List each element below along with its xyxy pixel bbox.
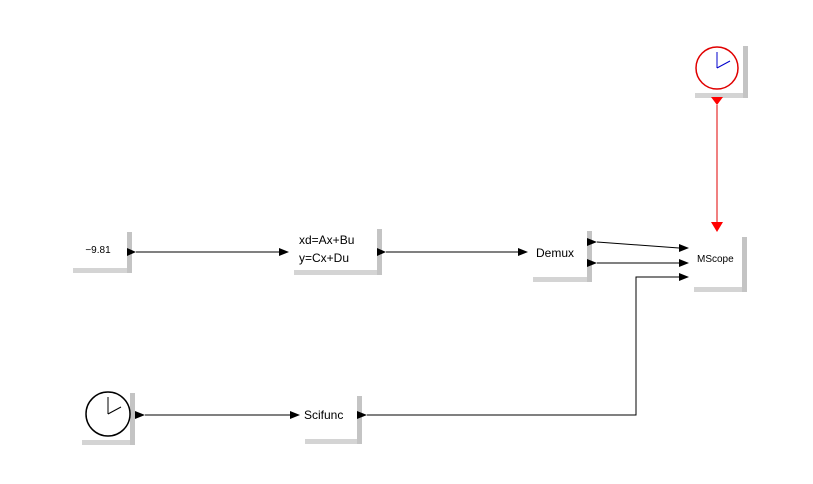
state-space-output-port: [377, 248, 386, 256]
clock-icon: [695, 46, 739, 90]
state-space-equation-1: xd=Ax+Bu: [299, 233, 354, 247]
link-demux-out1-to-mscope[interactable]: [596, 241, 680, 249]
demux-label: Demux: [536, 246, 574, 260]
demux-output-port-2: [587, 259, 597, 267]
links: [136, 105, 723, 419]
demux-block[interactable]: Demux: [528, 226, 597, 282]
event-clock-output-port: [711, 97, 723, 105]
scifunc-label: Scifunc: [304, 408, 343, 422]
constant-value: −9.81: [85, 245, 111, 256]
clock-icon: [85, 391, 131, 437]
link-scifunc-to-mscope[interactable]: [367, 276, 679, 416]
scifunc-block[interactable]: Scifunc: [300, 391, 367, 444]
demux-output-port-1: [587, 238, 597, 246]
mscope-block[interactable]: MScope: [689, 232, 747, 292]
constant-block[interactable]: −9.81: [69, 228, 136, 273]
state-space-equation-2: y=Cx+Du: [299, 251, 349, 265]
state-space-block[interactable]: xd=Ax+Bu y=Cx+Du: [289, 224, 386, 275]
arrow-demux-input: [518, 248, 528, 256]
event-clock-block[interactable]: [690, 41, 748, 105]
time-clock-block[interactable]: [77, 388, 145, 445]
mscope-label: MScope: [697, 254, 734, 265]
arrow-statespace-input: [279, 248, 289, 256]
arrow-mscope-input-3: [679, 273, 689, 281]
constant-output-port: [127, 248, 136, 256]
arrow-mscope-input-2: [679, 259, 689, 267]
arrow-scifunc-input: [290, 411, 300, 419]
mscope-event-input-port: [711, 222, 723, 232]
time-clock-output-port: [135, 411, 145, 419]
scifunc-output-port: [357, 411, 367, 419]
arrow-mscope-input-1: [679, 244, 689, 252]
